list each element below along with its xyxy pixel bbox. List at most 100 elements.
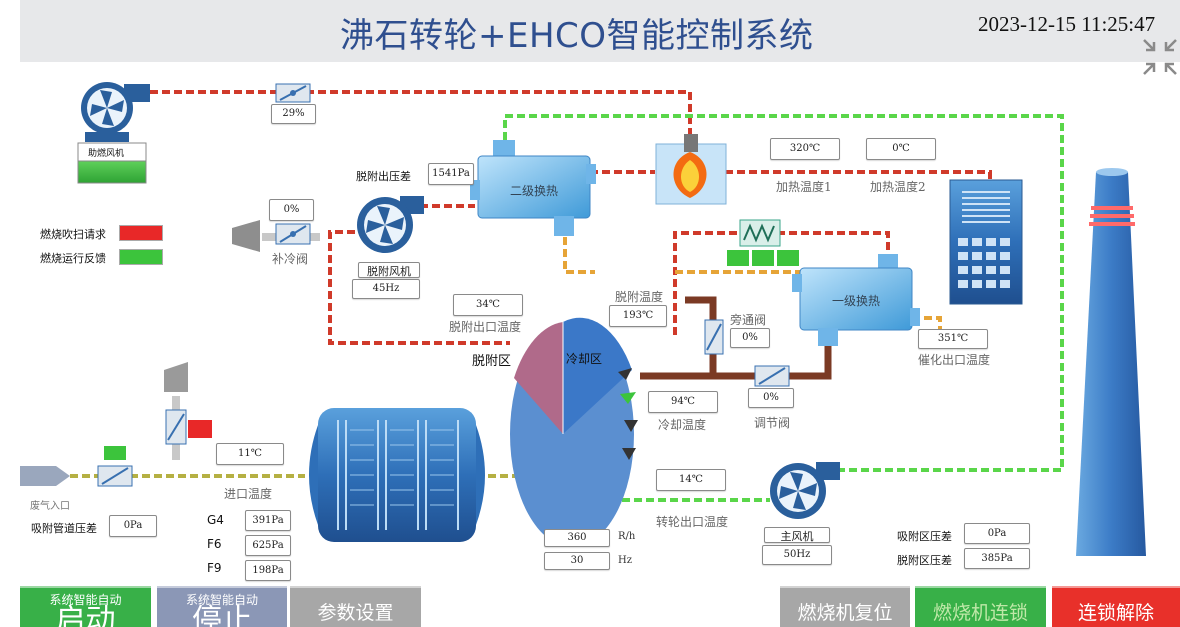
params-button[interactable]: 参数设置: [290, 586, 421, 627]
zeolite-wheel-graphic: [510, 317, 638, 547]
pipe-orange-cat: [912, 316, 942, 330]
bypass-valve-graphic: [704, 319, 724, 355]
cooling-zone-label: 冷却区: [566, 352, 603, 366]
heater-coil-graphic: [727, 219, 799, 266]
stop-button-sublabel: 系统智能自动: [185, 593, 258, 607]
desorb-zone-pressure-label: 脱附区压差: [897, 554, 952, 567]
bypass-valve-label: 旁通阀: [730, 313, 767, 327]
burner-interlock-button-label: 燃烧机连锁: [932, 602, 1028, 624]
purge-request-label: 燃烧吹扫请求: [40, 228, 106, 241]
catalytic-outlet-temp-value: 351℃: [918, 329, 988, 349]
adjust-valve-label: 调节阀: [754, 416, 791, 430]
fresh-air-valve-graphic: [164, 362, 212, 445]
cooling-temp-label: 冷却温度: [658, 418, 707, 432]
unlock-button[interactable]: 连锁解除: [1052, 586, 1180, 627]
collapse-icon[interactable]: [1140, 36, 1180, 76]
wheel-outlet-temp-label: 转轮出口温度: [656, 515, 729, 529]
desorb-pressure-diff-value: 1541Pa: [428, 163, 474, 185]
stop-button[interactable]: 系统智能自动 停止: [157, 586, 287, 627]
burner-reset-button[interactable]: 燃烧机复位: [780, 586, 910, 627]
heat-temp2-label: 加热温度2: [870, 180, 926, 194]
combustion-fan-label: 助燃风机: [88, 149, 125, 159]
adjust-valve-graphic: [754, 365, 790, 387]
catalytic-unit-graphic: [949, 179, 1023, 305]
waste-gas-inlet-label: 废气入口: [30, 501, 70, 512]
inlet-temp-value: 11℃: [216, 443, 284, 465]
pipe-orange-left: [563, 237, 595, 274]
pipe-brown: [640, 345, 832, 380]
makeup-valve-label: 补冷阀: [272, 252, 309, 266]
params-button-label: 参数设置: [317, 602, 394, 624]
f9-label: F9: [207, 561, 222, 575]
main-fan-freq-value: 50Hz: [762, 545, 832, 565]
adsorb-zone-pressure-value: 0Pa: [964, 523, 1030, 544]
makeup-valve-graphic: [232, 220, 311, 252]
pipe-green-top: [503, 114, 1064, 472]
heat-temp1-label: 加热温度1: [776, 180, 832, 194]
suction-pipe-pressure-label: 吸附管道压差: [31, 522, 97, 535]
heat-temp1-value: 320℃: [770, 138, 840, 160]
run-feedback-label: 燃烧运行反馈: [40, 252, 106, 265]
purge-request-indicator: [119, 225, 163, 241]
heat-temp2-value: 0℃: [866, 138, 936, 160]
adjust-valve-value: 0%: [748, 388, 794, 408]
secondary-hx-label: 二级换热: [510, 184, 559, 198]
wheel-outlet-temp-value: 14℃: [656, 469, 726, 491]
desorb-temp-label: 脱附温度: [615, 290, 664, 304]
stack-graphic: [1076, 168, 1146, 556]
inlet-valve-graphic: [97, 446, 133, 487]
desorb-zone-pressure-value: 385Pa: [964, 548, 1030, 569]
combustion-valve-value: 29%: [271, 104, 316, 124]
desorb-pressure-diff-label: 脱附出压差: [356, 170, 411, 183]
combustion-valve-graphic: [275, 83, 311, 103]
primary-hx-graphic: [792, 254, 920, 346]
burner-interlock-button[interactable]: 燃烧机连锁: [915, 586, 1046, 627]
adsorb-zone-pressure-label: 吸附区压差: [897, 530, 952, 543]
start-button[interactable]: 系统智能自动 启动: [20, 586, 151, 627]
f6-value: 625Pa: [245, 535, 291, 556]
pipe-red-mid: [673, 231, 890, 335]
combustion-fan-graphic: [81, 82, 150, 142]
wheel-speed-unit: R/h: [618, 531, 636, 542]
inlet-temp-label: 进口温度: [224, 487, 273, 501]
main-fan-label: 主风机: [764, 527, 830, 543]
suction-pipe-pressure-value: 0Pa: [109, 515, 157, 537]
bypass-valve-value: 0%: [730, 328, 770, 348]
cooling-temp-value: 94℃: [648, 391, 718, 413]
g4-label: G4: [207, 513, 224, 527]
datetime-display: 2023-12-15 11:25:47: [978, 12, 1156, 36]
main-fan-graphic: [770, 462, 840, 519]
desorb-fan-label: 脱附风机: [358, 262, 420, 278]
burner-reset-button-label: 燃烧机复位: [797, 602, 893, 624]
start-button-sublabel: 系统智能自动: [49, 593, 122, 607]
inlet-arrow: [20, 466, 70, 486]
title-bar: [20, 0, 1180, 62]
wheel-speed-value: 360: [544, 529, 610, 547]
f6-label: F6: [207, 537, 222, 551]
desorb-fan-graphic: [357, 196, 424, 253]
unlock-button-label: 连锁解除: [1077, 602, 1154, 624]
makeup-valve-value: 0%: [269, 199, 314, 221]
desorb-outlet-temp-value: 34℃: [453, 294, 523, 316]
wheel-freq-value: 30: [544, 552, 610, 570]
primary-hx-label: 一级换热: [832, 294, 881, 308]
wheel-freq-unit: Hz: [618, 555, 632, 566]
desorb-temp-value: 193℃: [609, 305, 667, 327]
catalytic-outlet-temp-label: 催化出口温度: [918, 353, 991, 367]
page-title: 沸石转轮+EHCO智能控制系统: [340, 16, 814, 56]
secondary-hx-graphic: [470, 140, 596, 236]
f9-value: 198Pa: [245, 560, 291, 581]
adsorb-cylinder-graphic: [309, 408, 485, 542]
run-feedback-indicator: [119, 249, 163, 265]
stop-button-label: 停止: [192, 603, 252, 627]
desorb-zone-label: 脱附区: [472, 354, 512, 369]
pipe-combustion: [150, 90, 692, 140]
start-button-label: 启动: [55, 603, 116, 627]
pipe-heat-red: [725, 170, 992, 180]
g4-value: 391Pa: [245, 510, 291, 531]
desorb-fan-freq-value: 45Hz: [352, 279, 420, 299]
pipe-desorb-loop: [328, 230, 510, 345]
desorb-outlet-temp-label: 脱附出口温度: [449, 320, 522, 334]
burner-graphic: [655, 134, 727, 205]
